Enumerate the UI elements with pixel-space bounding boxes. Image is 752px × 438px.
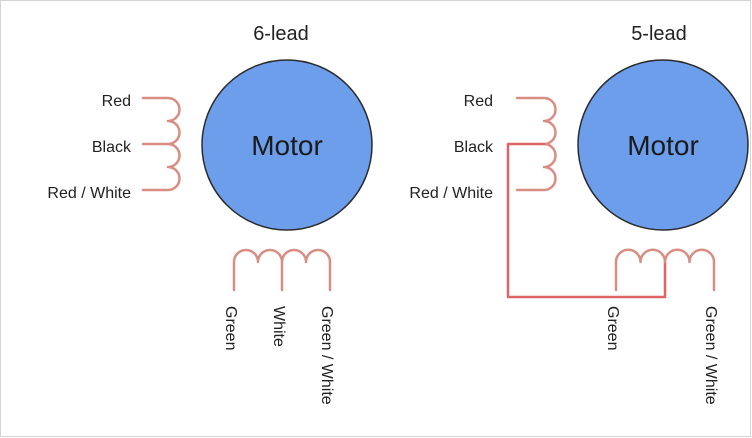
five-lead-label-green: Green <box>604 306 621 350</box>
five-lead-motor-label: Motor <box>627 130 699 161</box>
six-lead-motor <box>201 59 373 231</box>
five-lead-label-black: Black <box>454 139 494 156</box>
five-lead-common-wire <box>506 142 667 299</box>
six-lead-label-red-white: Red / White <box>47 185 131 202</box>
five-lead-motor <box>577 59 749 231</box>
five-lead-label-red-white: Red / White <box>409 185 493 202</box>
six-lead-label-black: Black <box>92 139 132 156</box>
six-lead-label-green: Green <box>222 306 239 350</box>
six-lead-label-white: White <box>270 306 287 347</box>
five-lead-label-green-white: Green / White <box>702 306 719 405</box>
six-lead-title: 6-lead <box>253 23 309 45</box>
six-lead-diagram: 6-lead Motor Red Black Red / White Green… <box>47 23 373 405</box>
five-lead-label-red: Red <box>464 93 493 110</box>
five-lead-title: 5-lead <box>631 23 687 45</box>
five-lead-bottom-coil <box>614 248 716 292</box>
six-lead-label-red: Red <box>102 93 131 110</box>
six-lead-motor-label: Motor <box>251 130 323 161</box>
six-lead-label-green-white: Green / White <box>318 306 335 405</box>
five-lead-diagram: 5-lead Motor Red Black Red / White Green… <box>409 23 749 405</box>
